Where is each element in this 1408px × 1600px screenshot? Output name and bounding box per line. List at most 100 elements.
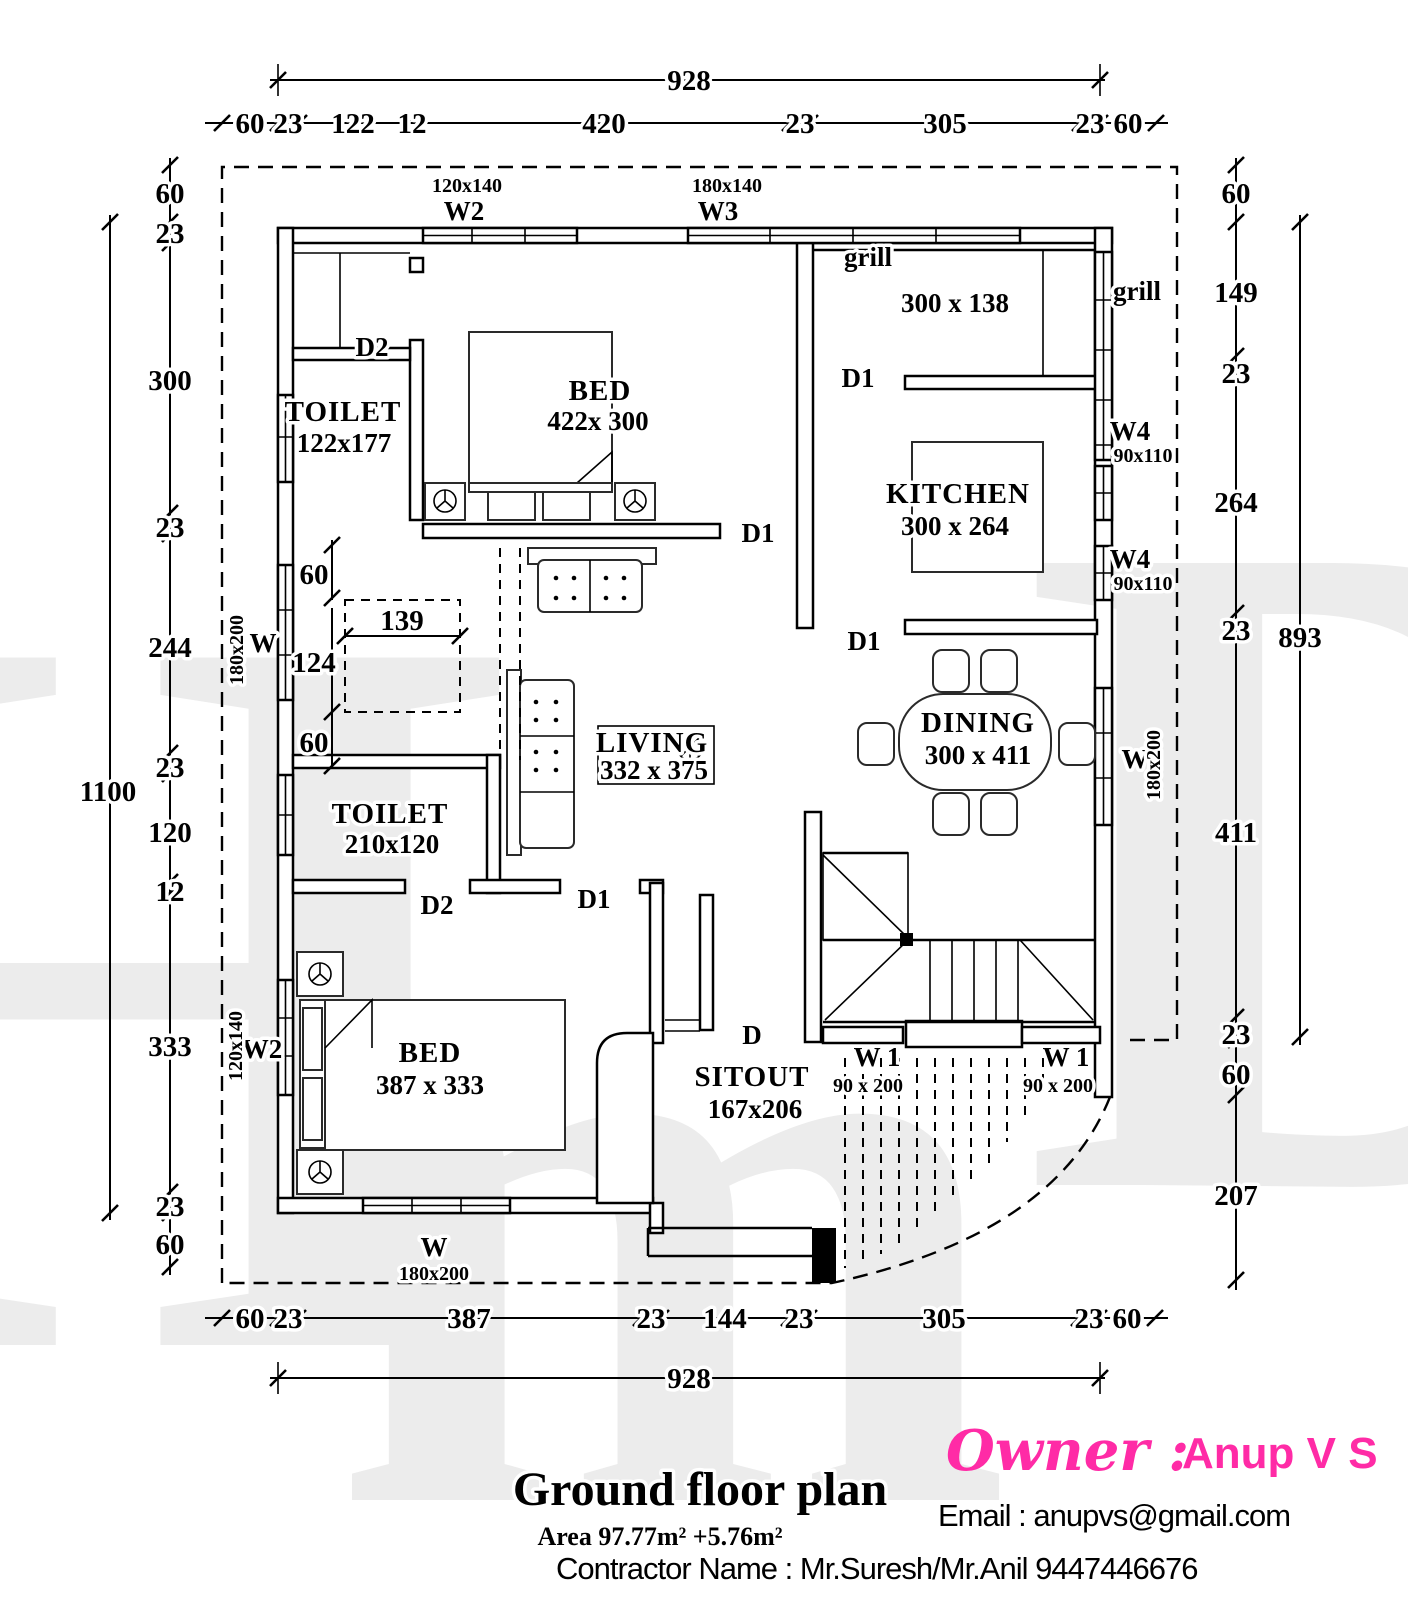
w2-left-label: W2 <box>242 1034 283 1064</box>
footer: Ground floor plan Area 97.77m² +5.76m² C… <box>509 1418 1377 1590</box>
living-label: LIVING <box>596 727 708 759</box>
dim-left-4: 244 <box>148 632 192 664</box>
d1-bed1-label: D1 <box>742 518 775 548</box>
window-w3-top <box>686 226 1022 245</box>
table-lamp-icon <box>308 1160 332 1184</box>
w4a-label: W4 <box>1110 416 1151 446</box>
wardrobe-dashed <box>344 548 521 760</box>
dim-left-6: 120 <box>148 817 192 849</box>
w4b-label: W4 <box>1110 544 1151 574</box>
furniture <box>296 331 1096 1195</box>
dim-right-5: 411 <box>1215 817 1257 849</box>
d2-toilet2-label: D2 <box>421 890 454 920</box>
living-label-box <box>597 725 715 785</box>
dim-top-6: 305 <box>923 108 967 140</box>
dim-right-3: 264 <box>1214 487 1258 519</box>
svg-text:D: D <box>1020 339 1408 1391</box>
dim-top-4: 420 <box>582 108 626 140</box>
w3-size: 180x140 <box>692 175 762 197</box>
dim-bottom-5: 23 <box>785 1303 814 1335</box>
w2-top-size: 120x140 <box>432 175 502 197</box>
dim-right-6: 23 <box>1222 1019 1251 1051</box>
dim-top-5: 23 <box>786 108 815 140</box>
bed2-size: 387 x 333 <box>376 1070 484 1100</box>
dim-top-8: 60 <box>1114 108 1143 140</box>
opening-labels: 120x140 W2 180x140 W3 grill grill W4 90x… <box>222 172 1176 1289</box>
w4a-size: 90x110 <box>1114 445 1173 467</box>
dim-left-3: 23 <box>156 512 185 544</box>
bed2-furniture <box>296 951 566 1195</box>
area-text: Area 97.77m² +5.76m² <box>537 1522 782 1551</box>
dimension-lines: 928 60 23 122 12 420 23 305 23 60 60 23 … <box>76 62 1325 1399</box>
bed2-label: BED <box>399 1037 462 1069</box>
w3-label: W3 <box>698 196 739 226</box>
dim-left-2: 300 <box>148 365 192 397</box>
dim-top-1: 23 <box>274 108 303 140</box>
sitout-label: SITOUT <box>694 1061 809 1093</box>
w-left-size: 180x200 <box>226 615 248 685</box>
owner-label: Owner : <box>946 1418 1189 1484</box>
balcony-size: 300 x 138 <box>901 288 1009 318</box>
roof-outline <box>220 165 1179 1285</box>
dim-left-9: 23 <box>156 1191 185 1223</box>
svg-text:m: m <box>330 770 1013 1600</box>
dim-right-2: 23 <box>1222 358 1251 390</box>
bed1-label: BED <box>569 375 632 407</box>
kitchen-size: 300 x 264 <box>901 511 1009 541</box>
w1-left-size: 90 x 200 <box>833 1075 903 1097</box>
sitout-size: 167x206 <box>708 1094 803 1124</box>
window-w2-left <box>276 978 295 1097</box>
table-lamp-icon <box>308 962 332 986</box>
dim-left-overall: 1100 <box>80 776 136 808</box>
w-left-label: W <box>250 628 277 658</box>
dim-top-7: 23 <box>1076 108 1105 140</box>
dim-bottom-6: 305 <box>922 1303 966 1335</box>
porch-post <box>812 1228 836 1283</box>
window-w-bottom <box>361 1196 512 1215</box>
dim-top-3: 12 <box>398 108 427 140</box>
window-toilet2-left <box>276 773 295 857</box>
dim-top-2: 122 <box>331 108 375 140</box>
dim-store-1: 139 <box>380 605 424 637</box>
w2-top-label: W2 <box>444 196 485 226</box>
dim-bottom-3: 23 <box>637 1303 666 1335</box>
contractor-text: Contractor Name : Mr.Suresh/Mr.Anil 9447… <box>556 1551 1198 1586</box>
page-title: Ground floor plan <box>513 1463 887 1516</box>
w-bottom-size: 180x200 <box>399 1263 469 1285</box>
dim-top-overall: 928 <box>667 65 711 97</box>
dim-store-3: 60 <box>300 727 329 759</box>
ceiling-fan-icon <box>676 733 704 761</box>
dining-size: 300 x 411 <box>925 740 1032 770</box>
bed1-furniture <box>424 331 656 521</box>
stairs <box>822 851 1095 1024</box>
sectional-sofa <box>506 669 575 856</box>
w-right-size: 180x200 <box>1143 730 1165 800</box>
d1-balcony-label: D1 <box>842 363 875 393</box>
dim-left-1: 23 <box>156 218 185 250</box>
dim-bottom-2: 387 <box>447 1303 491 1335</box>
dim-left-10: 60 <box>156 1229 185 1261</box>
dim-bottom-7: 23 <box>1075 1303 1104 1335</box>
dim-top-0: 60 <box>236 108 265 140</box>
w4b-size: 90x110 <box>1114 573 1173 595</box>
dim-bottom-4: 144 <box>703 1303 747 1335</box>
dim-right-overall: 893 <box>1278 622 1322 654</box>
toilet1-label: TOILET <box>285 396 402 428</box>
dim-store-2: 124 <box>292 647 336 679</box>
window-grill-right <box>1093 250 1114 462</box>
dim-right-1: 149 <box>1214 277 1258 309</box>
dim-right-8: 207 <box>1214 1180 1258 1212</box>
window-w2-top <box>421 226 579 245</box>
bed1-size: 422x 300 <box>547 406 648 436</box>
window-w-right <box>1093 686 1114 827</box>
grill-top-label: grill <box>844 242 892 272</box>
dim-bottom-0: 60 <box>236 1303 265 1335</box>
outdoor-steps-hatch <box>844 1058 1044 1268</box>
d1-kitchen-label: D1 <box>848 626 881 656</box>
kitchen-counter <box>911 441 1044 573</box>
toilet1-size: 122x177 <box>297 428 392 458</box>
dim-right-0: 60 <box>1222 178 1251 210</box>
email-text: Email : anupvs@gmail.com <box>938 1498 1290 1533</box>
